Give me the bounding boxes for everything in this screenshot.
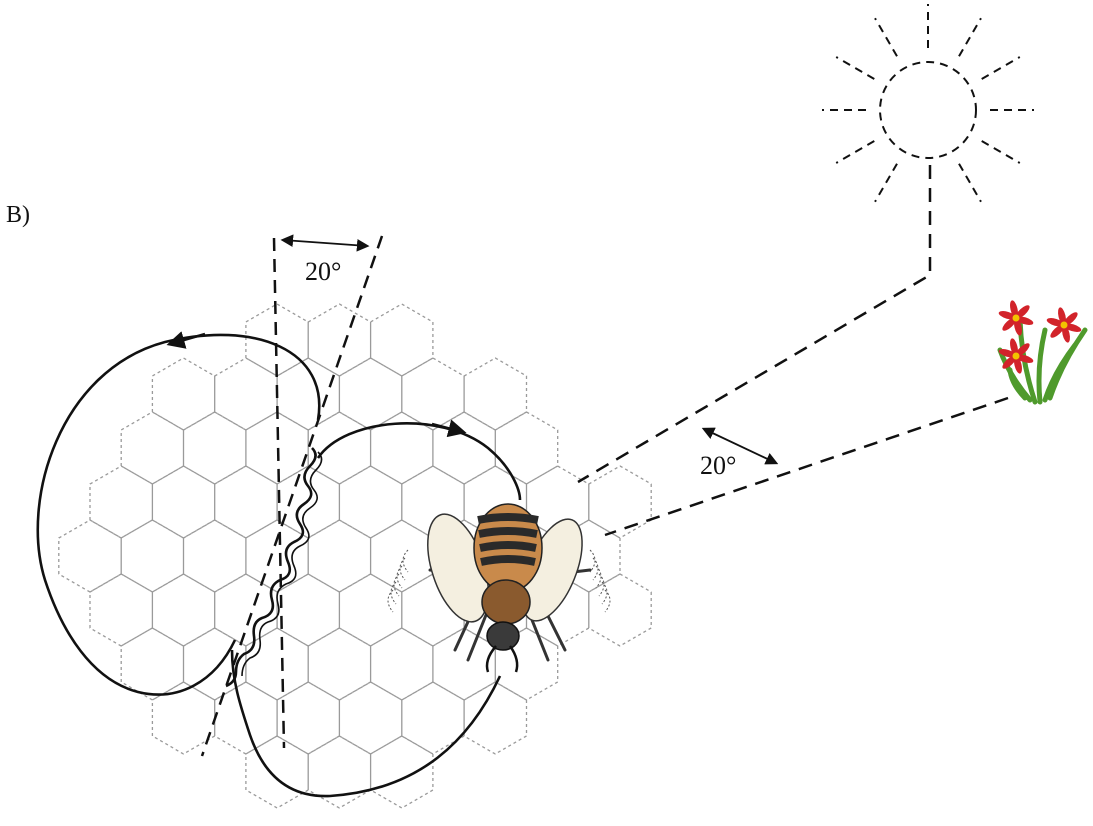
waggle-run [226,448,316,686]
comb-cell [339,466,401,538]
motion-line [403,550,408,572]
sun-ray [836,141,874,163]
flower-center [1061,322,1068,329]
flower-stem [1039,330,1045,402]
comb-cell [371,736,433,808]
honeybee-icon [388,504,610,672]
bee-leg [530,615,548,660]
sun-ray [875,164,897,202]
motion-line [605,590,610,612]
comb-cell [339,574,401,646]
dance-angle-label: 20° [305,257,341,286]
motion-line [602,582,607,604]
sun-ray [959,18,981,56]
sun-ray [982,141,1020,163]
comb-cell [152,574,214,646]
comb-cell [495,412,557,484]
comb-cell [339,682,401,754]
motion-line [590,550,595,572]
comb-cell [589,466,651,538]
dance-angle-arrow [283,240,367,246]
comb-cell [184,412,246,484]
comb-cell [308,736,370,808]
comb-cell [215,574,277,646]
comb-cell [371,628,433,700]
comb-cell [90,574,152,646]
flower-icon [998,300,1085,402]
comb-cell [371,304,433,376]
motion-line [391,582,396,604]
comb-cell [308,628,370,700]
lower-return-loop [232,650,500,796]
sun-ray [982,57,1020,79]
comb-cell [308,304,370,376]
field-angle-label: 20° [700,451,736,480]
sun-direction-line [578,165,930,482]
motion-line [400,558,405,580]
comb-cell [121,412,183,484]
panel-label: B) [6,202,30,228]
sun-ray [875,18,897,56]
comb-cell [371,520,433,592]
flower-direction-line [605,398,1008,535]
comb-cell [121,520,183,592]
motion-line [394,574,399,596]
comb-cell [90,466,152,538]
comb-cell [402,358,464,430]
bee-stripe [480,545,536,548]
waggle-direction-line [202,236,382,756]
motion-line [593,558,598,580]
comb-cell [215,466,277,538]
comb-cell [308,520,370,592]
comb-cell [464,358,526,430]
sun-ray [959,164,981,202]
comb-cell [215,358,277,430]
comb-cell [152,358,214,430]
right-return-loop [318,423,520,500]
sun-ray [836,57,874,79]
comb-cell [184,520,246,592]
bee-stripe [479,531,537,534]
motion-line [397,566,402,588]
vertical-reference-line [274,238,284,748]
comb-cell [464,682,526,754]
comb-cell [339,358,401,430]
bee-stripe [481,559,535,562]
sun-icon [822,4,1034,202]
comb-cell [152,466,214,538]
comb-cell [277,682,339,754]
motion-line [388,590,393,612]
bee-thorax [482,580,530,624]
comb-cell [59,520,121,592]
flower-center [1013,315,1020,322]
comb-cell [277,574,339,646]
bee-antenna [510,646,517,672]
flower-center [1013,353,1020,360]
bee-head [487,622,519,650]
sun-disc [880,62,976,158]
bee-stripe [478,517,538,520]
